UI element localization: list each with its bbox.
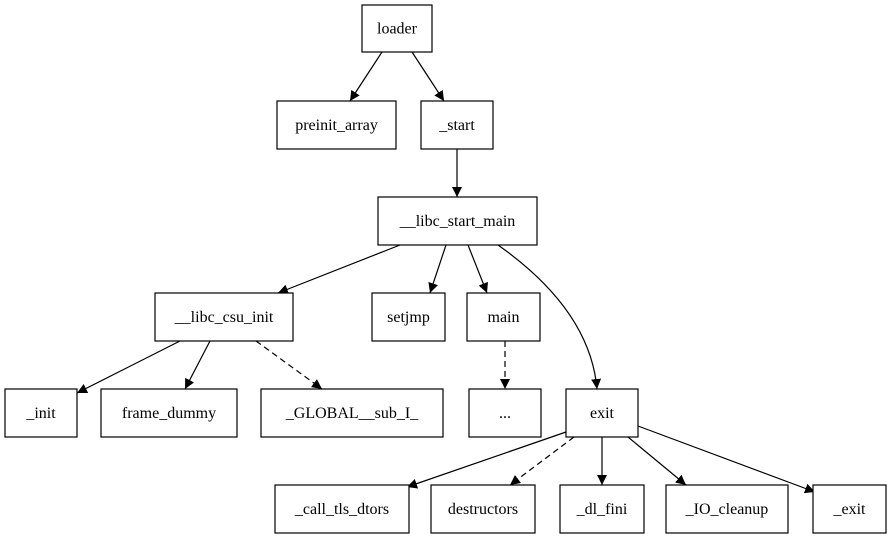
- node-label: _GLOBAL__sub_I_: [285, 405, 419, 422]
- node-box: [4, 388, 78, 438]
- node-box: [468, 388, 542, 438]
- node-init: _init: [4, 388, 78, 438]
- node-label: exit: [590, 405, 615, 422]
- node-label: preinit_array: [295, 117, 378, 134]
- node-label: _init: [25, 405, 56, 422]
- node-label: main: [488, 309, 520, 326]
- node-label: _IO_cleanup: [685, 501, 769, 518]
- edge-libc-csu-init-to-frame-dummy: [184, 340, 211, 390]
- edge-loader-to-start: [411, 51, 445, 102]
- node-label: _call_tls_dtors: [294, 501, 389, 518]
- edge-libc-csu-init-to-global-sub-i: [255, 340, 323, 390]
- node-box: [154, 292, 294, 342]
- node-box: [665, 484, 789, 534]
- node-box: [371, 292, 446, 342]
- node-box: [466, 292, 541, 342]
- node-box: [377, 196, 538, 246]
- node-box: [100, 388, 238, 438]
- node-io-cleanup: _IO_cleanup: [665, 484, 789, 534]
- node-main: main: [466, 292, 541, 342]
- node-box: [276, 100, 397, 150]
- node-exit: _exit: [812, 484, 887, 534]
- node-box: [559, 484, 645, 534]
- node-dl-fini: _dl_fini: [559, 484, 645, 534]
- node-box: [274, 484, 410, 534]
- node-label: __libc_csu_init: [174, 309, 274, 326]
- node-box: [361, 4, 433, 53]
- node-box: [260, 388, 444, 438]
- node-label: destructors: [448, 501, 518, 518]
- edge-libc-start-main-to-libc-csu-init: [277, 244, 401, 294]
- edge-libc-start-main-to-exit: [497, 244, 602, 390]
- edge-loader-to-preinit-array: [349, 51, 383, 102]
- node-preinit-array: preinit_array: [276, 100, 397, 150]
- node-label: setjmp: [387, 309, 430, 326]
- node-box: [812, 484, 887, 534]
- node-label: _exit: [833, 501, 867, 518]
- node-label: __libc_start_main: [399, 213, 516, 230]
- node-ellipsis: ...: [468, 388, 542, 438]
- node-destructors: destructors: [430, 484, 536, 534]
- edge-exit-to-destructors: [509, 436, 575, 486]
- node-box: [430, 484, 536, 534]
- node-label: _dl_fini: [576, 501, 628, 518]
- edge-exit-to-call-tls-dtors: [406, 431, 567, 489]
- node-box: [420, 100, 494, 150]
- node-frame-dummy: frame_dummy: [100, 388, 238, 438]
- node-libc-csu-init: __libc_csu_init: [154, 292, 294, 342]
- edges: [76, 51, 816, 494]
- edge-libc-csu-init-to-init: [76, 340, 181, 394]
- node-loader: loader: [361, 4, 433, 53]
- node-label: ...: [499, 405, 511, 422]
- edge-exit-to-exit: [637, 425, 816, 494]
- node-exit: exit: [565, 388, 639, 438]
- edge-libc-start-main-to-setjmp: [428, 244, 447, 294]
- node-start: _start: [420, 100, 494, 150]
- edge-exit-to-io-cleanup: [627, 436, 687, 486]
- node-label: loader: [377, 21, 418, 38]
- node-label: frame_dummy: [122, 405, 216, 422]
- edge-libc-start-main-to-main: [467, 244, 488, 294]
- nodes: loader preinit_array _start __libc_start_ma…: [4, 4, 887, 534]
- node-global-sub-i: _GLOBAL__sub_I_: [260, 388, 444, 438]
- node-label: _start: [438, 117, 475, 134]
- node-box: [565, 388, 639, 438]
- node-call-tls-dtors: _call_tls_dtors: [274, 484, 410, 534]
- node-libc-start-main: __libc_start_main: [377, 196, 538, 246]
- node-setjmp: setjmp: [371, 292, 446, 342]
